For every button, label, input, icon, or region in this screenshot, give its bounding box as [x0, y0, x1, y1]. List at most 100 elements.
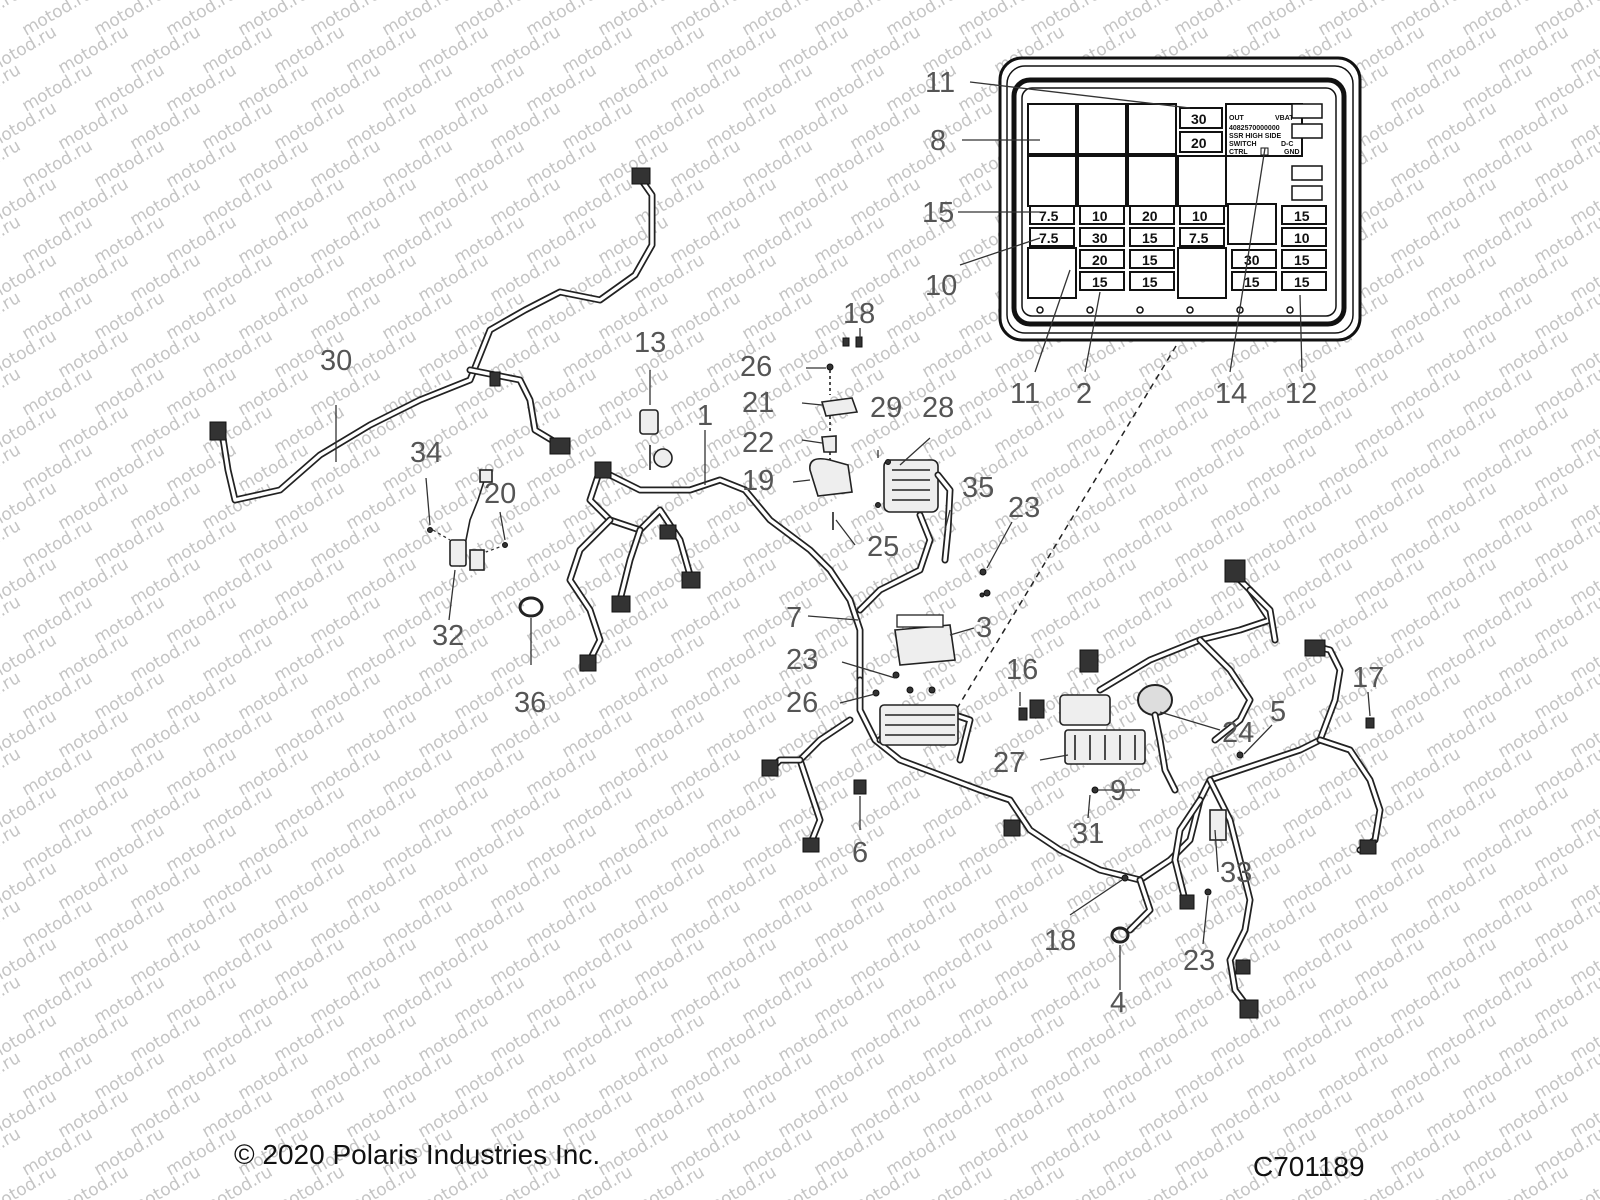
watermark-text: motod.ru	[559, 934, 637, 990]
watermark-text: motod.ru	[1387, 60, 1465, 116]
watermark-text: motod.ru	[1099, 1124, 1177, 1180]
watermark-text: motod.ru	[163, 744, 241, 800]
watermark-text: motod.ru	[667, 744, 745, 800]
watermark-text: motod.ru	[595, 60, 673, 116]
watermark-text: motod.ru	[271, 858, 349, 914]
watermark-text: motod.ru	[1351, 402, 1429, 458]
watermark-text: motod.ru	[1063, 858, 1141, 914]
watermark-text: motod.ru	[271, 174, 349, 230]
watermark-text: motod.ru	[451, 820, 529, 876]
watermark-text: motod.ru	[991, 1010, 1069, 1066]
fuse-r3-2: 30	[1079, 227, 1125, 247]
watermark-text: motod.ru	[163, 972, 241, 1028]
watermark-text: motod.ru	[1279, 1010, 1357, 1066]
watermark-text: motod.ru	[1351, 478, 1429, 534]
watermark-text: motod.ru	[487, 174, 565, 230]
watermark-text: motod.ru	[199, 250, 277, 306]
watermark-text: motod.ru	[559, 98, 637, 154]
watermark-text: motod.ru	[127, 250, 205, 306]
watermark-text: motod.ru	[559, 706, 637, 762]
watermark-text: motod.ru	[271, 630, 349, 686]
watermark-text: motod.ru	[127, 98, 205, 154]
watermark-text: motod.ru	[595, 820, 673, 876]
watermark-text: motod.ru	[0, 60, 24, 116]
watermark-text: motod.ru	[1495, 478, 1573, 534]
watermark-text: motod.ru	[1423, 554, 1501, 610]
watermark-text: motod.ru	[847, 22, 925, 78]
watermark-text: motod.ru	[0, 668, 24, 724]
watermark-text: motod.ru	[91, 212, 169, 268]
watermark-text: motod.ru	[235, 212, 313, 268]
watermark-text: motod.ru	[811, 972, 889, 1028]
watermark-text: motod.ru	[163, 820, 241, 876]
watermark-text: motod.ru	[1243, 1048, 1321, 1104]
watermark-text: motod.ru	[1315, 364, 1393, 420]
fuse-slots: 30 20 7.5 10 20 10 7.5 30 15 7.5 10 20 1…	[1029, 107, 1327, 291]
watermark-text: motod.ru	[775, 1010, 853, 1066]
watermark-text: motod.ru	[379, 972, 457, 1028]
watermark-text: motod.ru	[0, 896, 24, 952]
watermark-text: motod.ru	[631, 22, 709, 78]
watermark-text: motod.ru	[199, 554, 277, 610]
watermark-text: motod.ru	[199, 934, 277, 990]
fuse-r5-5: 15	[1281, 205, 1327, 225]
watermark-text: motod.ru	[595, 668, 673, 724]
watermark-text: motod.ru	[1351, 174, 1429, 230]
watermark-text: motod.ru	[0, 1048, 24, 1104]
watermark-text: motod.ru	[19, 212, 97, 268]
watermark-text: motod.ru	[883, 896, 961, 952]
watermark-text: motod.ru	[1459, 972, 1537, 1028]
watermark-text: motod.ru	[127, 782, 205, 838]
watermark-text: motod.ru	[631, 98, 709, 154]
callout-6: 6	[852, 837, 868, 869]
watermark-text: motod.ru	[739, 212, 817, 268]
watermark-text: motod.ru	[91, 592, 169, 648]
svg-text:15: 15	[1142, 274, 1158, 290]
callout-1: 1	[697, 400, 713, 432]
watermark-text: motod.ru	[1459, 592, 1537, 648]
watermark-text: motod.ru	[667, 60, 745, 116]
watermark-text: motod.ru	[163, 60, 241, 116]
watermark-text: motod.ru	[163, 1048, 241, 1104]
watermark-text: motod.ru	[595, 972, 673, 1028]
relay-label-gnd: GND	[1284, 149, 1300, 156]
watermark-text: motod.ru	[0, 592, 24, 648]
watermark-text: motod.ru	[451, 744, 529, 800]
svg-text:15: 15	[1294, 208, 1310, 224]
watermark-text: motod.ru	[1351, 326, 1429, 382]
watermark-text: motod.ru	[919, 934, 997, 990]
watermark-text: motod.ru	[1351, 554, 1429, 610]
callout-35: 35	[962, 472, 994, 504]
watermark-text: motod.ru	[847, 1086, 925, 1142]
watermark-text: motod.ru	[307, 1048, 385, 1104]
watermark-text: motod.ru	[523, 972, 601, 1028]
callout-10: 10	[925, 270, 957, 302]
fuse-r2-4: 10	[1179, 205, 1225, 225]
watermark-text: motod.ru	[739, 972, 817, 1028]
watermark-text: motod.ru	[1135, 554, 1213, 610]
svg-text:15: 15	[1142, 252, 1158, 268]
watermark-text: motod.ru	[451, 1048, 529, 1104]
watermark-text: motod.ru	[55, 630, 133, 686]
callout-22: 22	[742, 427, 774, 459]
watermark-text: motod.ru	[1423, 326, 1501, 382]
watermark-text: motod.ru	[1063, 478, 1141, 534]
watermark-text: motod.ru	[0, 1124, 24, 1180]
watermark-text: motod.ru	[1135, 478, 1213, 534]
watermark-text: motod.ru	[127, 858, 205, 914]
watermark-text: motod.ru	[343, 174, 421, 230]
watermark-text: motod.ru	[1099, 1048, 1177, 1104]
watermark-text: motod.ru	[703, 706, 781, 762]
watermark-text: motod.ru	[1351, 1010, 1429, 1066]
watermark-text: motod.ru	[271, 554, 349, 610]
main-harness	[761, 559, 1384, 1019]
fuse-r3-4: 7.5	[1179, 227, 1225, 247]
watermark-text: motod.ru	[451, 212, 529, 268]
watermark-text: motod.ru	[1315, 1048, 1393, 1104]
watermark-text: motod.ru	[847, 1010, 925, 1066]
watermark-text: motod.ru	[523, 136, 601, 192]
callout-3: 3	[976, 612, 992, 644]
watermark-text: motod.ru	[451, 896, 529, 952]
watermark-text: motod.ru	[235, 592, 313, 648]
